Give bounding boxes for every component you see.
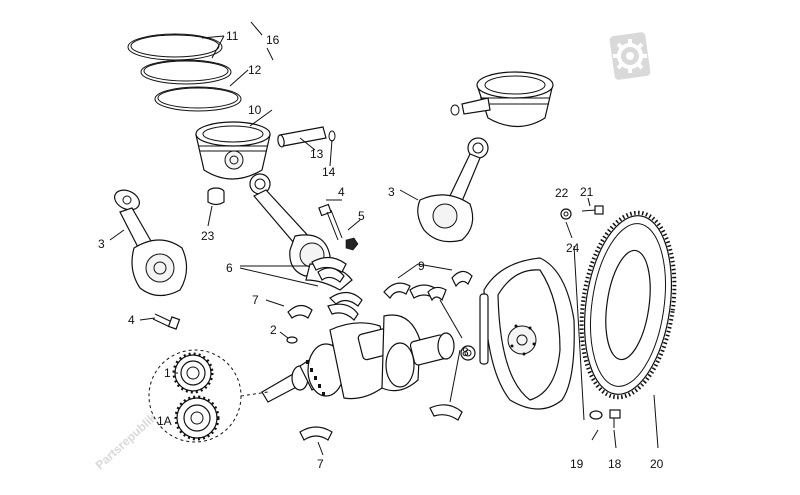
big-end-bearings-right: [383, 270, 473, 302]
piston-pin: [277, 126, 336, 148]
callout-3-right: 3: [388, 185, 395, 199]
callout-22: 22: [555, 186, 569, 200]
callout-11: 11: [226, 29, 239, 43]
callout-3-left: 3: [98, 237, 105, 251]
callout-7-upper: 7: [252, 293, 259, 307]
callout-4-top: 4: [338, 185, 345, 199]
piston-right: [450, 71, 554, 128]
flywheel-bolt-21: [581, 205, 604, 215]
callout-19: 19: [570, 457, 584, 471]
main-bearing-shells-lower: [299, 404, 463, 441]
callout-12: 12: [248, 63, 262, 77]
callout-1: 1: [164, 366, 171, 380]
connecting-rod-left: [114, 189, 188, 297]
piston-left: [195, 121, 271, 180]
woodruff-key: [286, 336, 298, 344]
callout-20: 20: [650, 457, 664, 471]
connecting-rod-right: [417, 137, 489, 243]
callout-14: 14: [322, 165, 336, 179]
washer-19: [589, 410, 603, 420]
rod-bolt-left: [152, 313, 181, 330]
callout-13: 13: [310, 147, 324, 161]
callout-labels: 11 16 12 10 13 14 4 5 23 3 6 7 4 2 1 1A …: [98, 29, 664, 471]
callout-5: 5: [358, 209, 365, 223]
timing-sprocket-1a: [174, 395, 220, 441]
callout-6: 6: [226, 261, 233, 275]
crankshaft: [261, 314, 476, 403]
callout-10: 10: [248, 103, 262, 117]
big-end-bearings-center: [311, 256, 347, 283]
callout-4-left: 4: [128, 313, 135, 327]
timing-sprocket-1: [172, 352, 214, 394]
leader-lines: [109, 21, 659, 456]
piston-rings: [127, 33, 242, 112]
callout-21: 21: [580, 185, 594, 199]
main-bearing-shells-upper: [287, 291, 363, 321]
gear-icon: [609, 32, 651, 80]
rod-bolt-top: [318, 203, 359, 251]
callout-18: 18: [608, 457, 622, 471]
callout-24: 24: [566, 241, 580, 255]
watermark-text: Partsrepublik: [93, 410, 160, 472]
washer-22: [560, 208, 572, 220]
callout-1a: 1A: [157, 414, 172, 428]
callout-7-lower: 7: [317, 457, 324, 471]
ring-gear: [579, 210, 677, 400]
callout-23: 23: [201, 229, 215, 243]
small-end-bush: [207, 187, 225, 206]
flywheel-bolt-18: [609, 409, 621, 428]
callout-9: 9: [418, 259, 425, 273]
callout-16: 16: [266, 33, 280, 47]
callout-8: 8: [462, 345, 469, 359]
callout-2: 2: [270, 323, 277, 337]
flywheel: [479, 257, 575, 410]
